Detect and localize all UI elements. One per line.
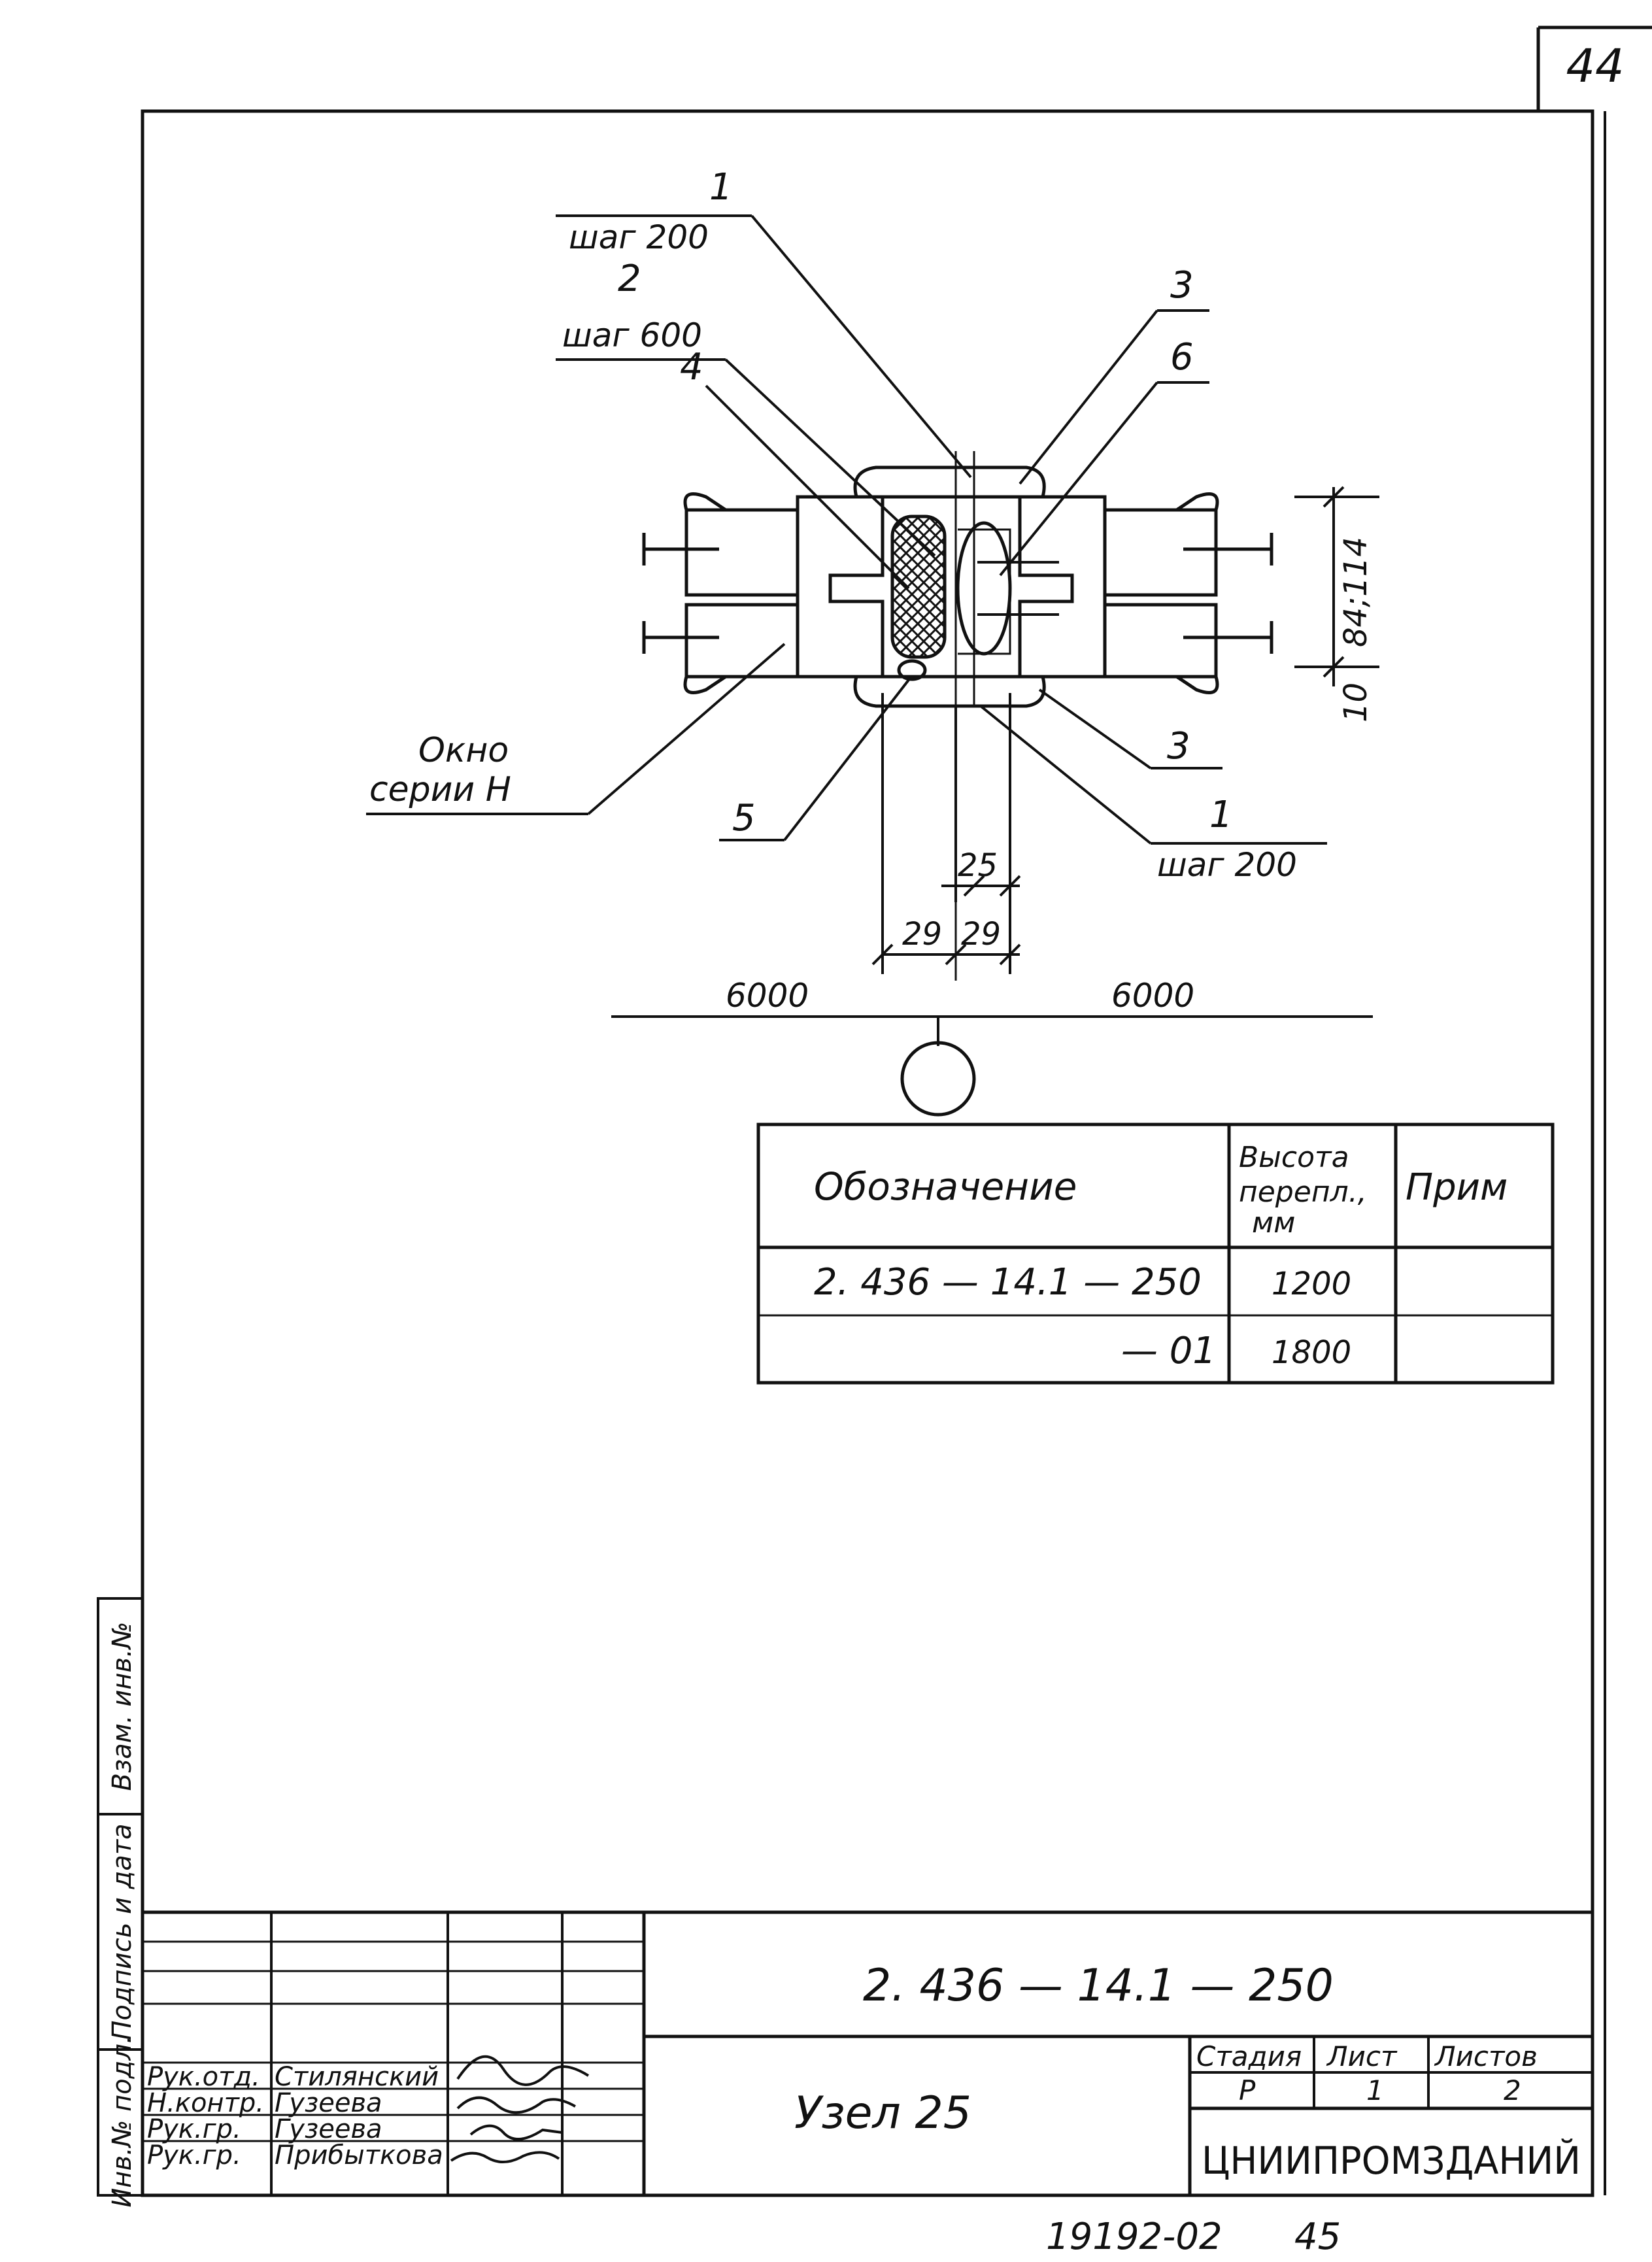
spec-row2-height: 1800 xyxy=(1272,1334,1351,1371)
handwritten-signatures xyxy=(450,2055,590,2163)
axis-right-label: 6000 xyxy=(1111,977,1194,1015)
spec-header-height-3: мм xyxy=(1252,1206,1295,1240)
right-window-sash xyxy=(1018,492,1273,694)
callout-1-top: 1 xyxy=(709,166,733,209)
callout-6: 6 xyxy=(1170,336,1194,379)
window-label-line1: Окно xyxy=(418,731,509,770)
leader-lines xyxy=(366,214,1327,845)
spec-row1-designation: 2. 436 — 14.1 — 250 xyxy=(814,1261,1202,1304)
side-stamp-text: Взам. инв.№ Подпись и дата Инв.№ подл. xyxy=(107,1622,137,2208)
organization-name: ЦНИИПРОМЗДАНИЙ xyxy=(1202,2138,1581,2183)
spec-row2-designation: — 01 xyxy=(1121,1330,1216,1372)
dimension-lines xyxy=(611,486,1379,1046)
elastic-gasket xyxy=(956,521,1012,656)
name-3: Гузеева xyxy=(275,2114,382,2144)
leader-callouts: 1 шаг 200 2 шаг 600 4 3 6 3 1 шаг 200 5 … xyxy=(369,166,1297,884)
spec-row1-height: 1200 xyxy=(1272,1266,1351,1302)
left-window-sash xyxy=(642,492,885,694)
title-block-title: Узел 25 xyxy=(794,2087,971,2139)
bottom-cover-strip xyxy=(853,675,1046,708)
callout-2: 2 xyxy=(618,258,641,300)
sheets-header: Листов xyxy=(1434,2040,1538,2072)
role-2: Н.контр. xyxy=(147,2088,264,2118)
spec-table xyxy=(756,1123,1555,1385)
spec-header-designation: Обозначение xyxy=(814,1164,1077,1209)
role-3: Рук.гр. xyxy=(147,2114,241,2144)
spec-header-height-1: Высота xyxy=(1239,1141,1349,1174)
callout-4: 4 xyxy=(680,346,703,388)
window-label-line2: серии Н xyxy=(369,770,511,809)
title-block-text: 2. 436 — 14.1 — 250 Узел 25 Рук.отд. Сти… xyxy=(147,1960,1581,2183)
callout-1-bottom: 1 xyxy=(1209,794,1233,836)
stage-header: Стадия xyxy=(1196,2040,1302,2072)
footer-page: 45 xyxy=(1294,2216,1341,2258)
sealant-hatched xyxy=(890,515,947,659)
axis-marker xyxy=(900,1041,976,1117)
side-stamp-original-inv: Инв.№ подл. xyxy=(107,2035,137,2207)
callout-1-bottom-note: шаг 200 xyxy=(1157,846,1297,884)
callout-1-top-note: шаг 200 xyxy=(569,218,709,256)
side-stamp-replace-inv: Взам. инв.№ xyxy=(107,1622,137,1791)
spec-header-height-2: перепл., xyxy=(1239,1175,1367,1209)
name-1: Стилянский xyxy=(275,2062,439,2092)
stage-value: Р xyxy=(1239,2074,1256,2106)
node-detail-drawing xyxy=(642,451,1273,981)
dimension-labels: 25 29 29 84;114 10 6000 6000 xyxy=(726,537,1374,1015)
title-block xyxy=(141,1910,1594,2197)
side-stamp-signature-date: Подпись и дата xyxy=(107,1823,137,2040)
title-block-code: 2. 436 — 14.1 — 250 xyxy=(863,1960,1334,2012)
side-stamp xyxy=(97,1597,144,2197)
sheets-value: 2 xyxy=(1504,2074,1521,2106)
sheet-header: Лист xyxy=(1326,2040,1398,2072)
sheet-frame xyxy=(141,25,1652,2197)
dim-10: 10 xyxy=(1338,683,1374,722)
sheet-number: 44 xyxy=(1566,39,1624,93)
sheet-value: 1 xyxy=(1366,2074,1384,2106)
dim-25: 25 xyxy=(958,847,998,884)
footer-number: 19192-02 xyxy=(1046,2216,1222,2258)
callout-2-note: шаг 600 xyxy=(562,316,702,354)
dim-29-left: 29 xyxy=(902,916,942,953)
name-2: Гузеева xyxy=(275,2088,382,2118)
role-1: Рук.отд. xyxy=(147,2062,260,2092)
callout-3-top: 3 xyxy=(1170,264,1194,307)
spec-table-text: Обозначение Высота перепл., мм Прим 2. 4… xyxy=(814,1141,1508,1372)
spec-header-note: Прим xyxy=(1406,1166,1508,1209)
dim-height: 84;114 xyxy=(1338,537,1374,647)
callout-3-bottom: 3 xyxy=(1167,725,1190,768)
top-cover-strip xyxy=(853,465,1046,499)
dim-29-right: 29 xyxy=(961,916,1001,953)
axis-left-label: 6000 xyxy=(726,977,809,1015)
role-4: Рук.гр. xyxy=(147,2140,241,2170)
name-4: Прибыткова xyxy=(275,2140,443,2170)
callout-5: 5 xyxy=(732,797,756,839)
